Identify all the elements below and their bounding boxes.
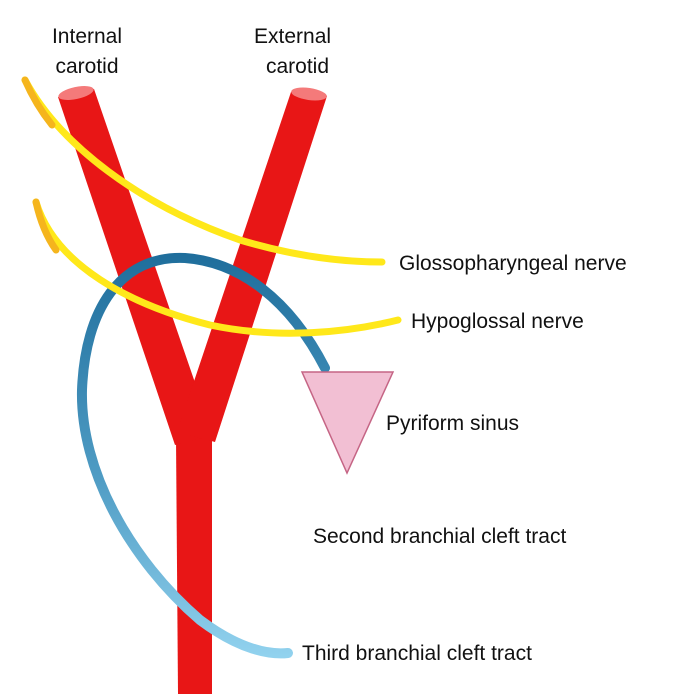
glossopharyngeal-nerve-end [21, 76, 56, 129]
third-tract-label: Third branchial cleft tract [302, 642, 532, 665]
branchial-cleft-tract [76, 252, 330, 659]
external-carotid-label-line2: carotid [266, 55, 330, 78]
pyriform-sinus [300, 371, 395, 475]
internal-carotid-label: Internal carotid [42, 22, 132, 82]
external-carotid-end [291, 87, 327, 101]
pyriform-sinus-label: Pyriform sinus [386, 412, 520, 435]
second-tract-label: Second branchial cleft tract [313, 525, 567, 548]
external-carotid-artery [177, 92, 327, 442]
internal-carotid-label-line1: Internal [51, 25, 123, 48]
hypoglossal-nerve [32, 198, 402, 337]
hypoglossal-nerve-end [32, 198, 60, 254]
hypoglossal-label: Hypoglossal nerve [411, 310, 584, 333]
glossopharyngeal-nerve [21, 76, 386, 266]
external-carotid-label: External carotid [254, 22, 354, 82]
external-carotid-label-line1: External [254, 25, 332, 48]
common-carotid-artery [176, 438, 212, 694]
internal-carotid-end [58, 86, 94, 100]
internal-carotid-label-line2: carotid [55, 55, 119, 78]
glossopharyngeal-label: Glossopharyngeal nerve [399, 252, 627, 275]
